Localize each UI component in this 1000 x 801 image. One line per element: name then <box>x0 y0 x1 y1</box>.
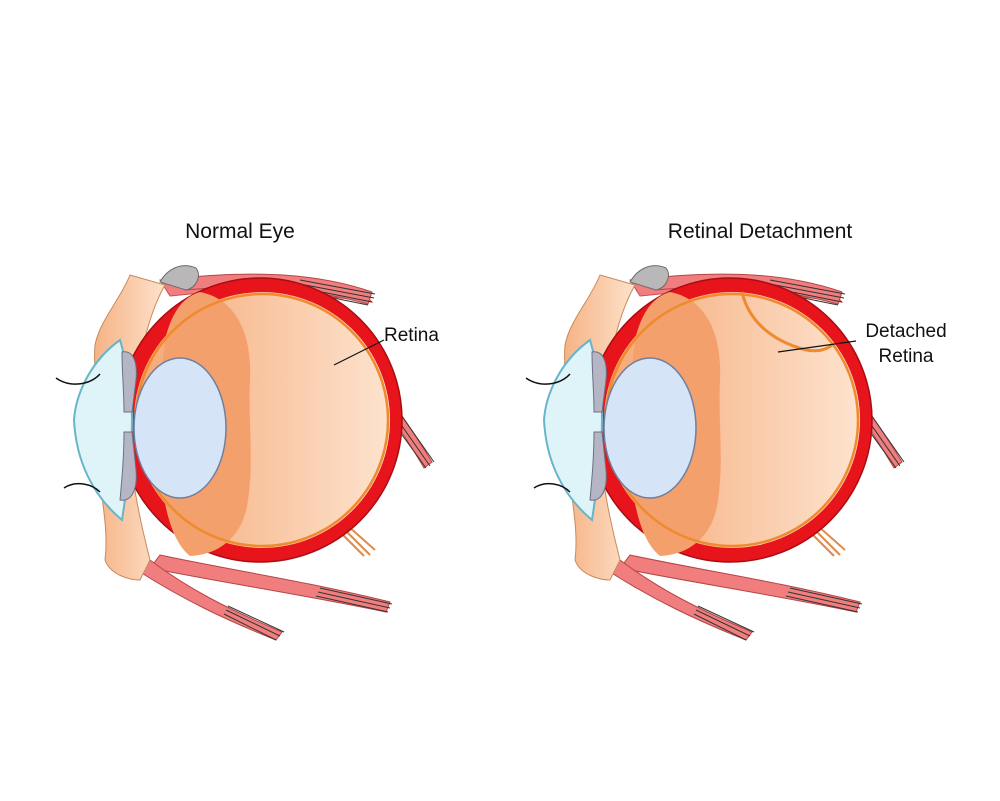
detached-retina-fold <box>740 291 833 353</box>
normal-eye-illustration <box>54 264 436 642</box>
retina-pointer-line <box>333 339 385 366</box>
label-detached-retina: Detached Retina <box>846 319 966 369</box>
detached-retina-pointer-line <box>777 340 857 353</box>
panel-title-retinal-detachment: Retinal Detachment <box>667 220 853 243</box>
label-detached-line1: Detached <box>865 321 947 342</box>
label-detached-line2: Retina <box>878 346 934 367</box>
label-retina: Retina <box>384 325 439 346</box>
panel-title-normal-eye: Normal Eye <box>185 220 295 243</box>
detached-eye-illustration <box>524 264 906 642</box>
